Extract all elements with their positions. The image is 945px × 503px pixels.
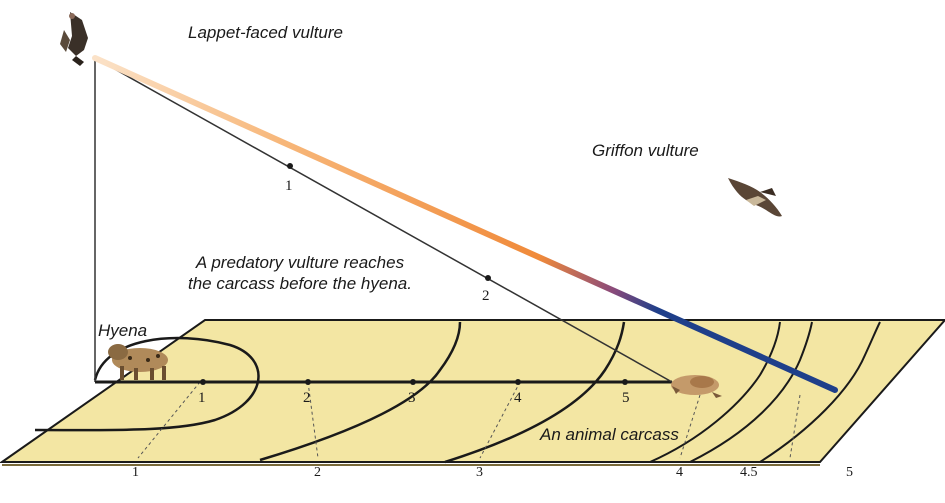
flight-tick-2: 2 <box>482 288 490 304</box>
griffon-vulture-label: Griffon vulture <box>592 141 699 160</box>
predatory-caption-line-2: the carcass before the hyena. <box>188 274 412 294</box>
ground-tick-45: 4.5 <box>740 465 758 480</box>
hyena-tick-5: 5 <box>622 390 630 406</box>
range-arc-45 <box>649 321 781 463</box>
griffon-vulture-icon <box>728 178 782 217</box>
ground-tick-4: 4 <box>676 465 683 480</box>
projection-line-2 <box>307 381 319 459</box>
range-arc-3 <box>259 321 462 462</box>
projection-line-1 <box>137 381 201 459</box>
projection-line-4 <box>679 394 701 459</box>
ground-tick-2: 2 <box>314 465 321 480</box>
flight-tick-1: 1 <box>285 178 293 194</box>
ground-tick-5: 5 <box>846 465 853 480</box>
hyena-path-markers <box>200 163 628 385</box>
range-arc-5b <box>759 321 881 463</box>
ground-tick-1: 1 <box>132 465 139 480</box>
carcass-label: An animal carcass <box>540 425 679 444</box>
hyena-tick-3: 3 <box>408 390 416 406</box>
hyena-tick-2: 2 <box>303 390 311 406</box>
lappet-vulture-icon <box>60 12 88 66</box>
carcass-icon <box>671 375 722 398</box>
flight-path <box>92 55 838 393</box>
ground-tick-3: 3 <box>476 465 483 480</box>
hyena-tick-4: 4 <box>514 390 522 406</box>
hyena-label: Hyena <box>98 321 148 340</box>
lappet-vulture-label: Lappet-faced vulture <box>188 23 343 42</box>
lappet-glide-line <box>94 57 673 383</box>
predatory-caption-line-1: A predatory vulture reaches <box>195 253 405 272</box>
hyena-icon <box>108 344 168 380</box>
predatory-vulture-caption: A predatory vulture reaches the carcass … <box>150 252 450 295</box>
projection-line-5 <box>789 394 801 459</box>
projection-line-3 <box>479 381 521 459</box>
hyena-tick-1: 1 <box>198 390 206 406</box>
